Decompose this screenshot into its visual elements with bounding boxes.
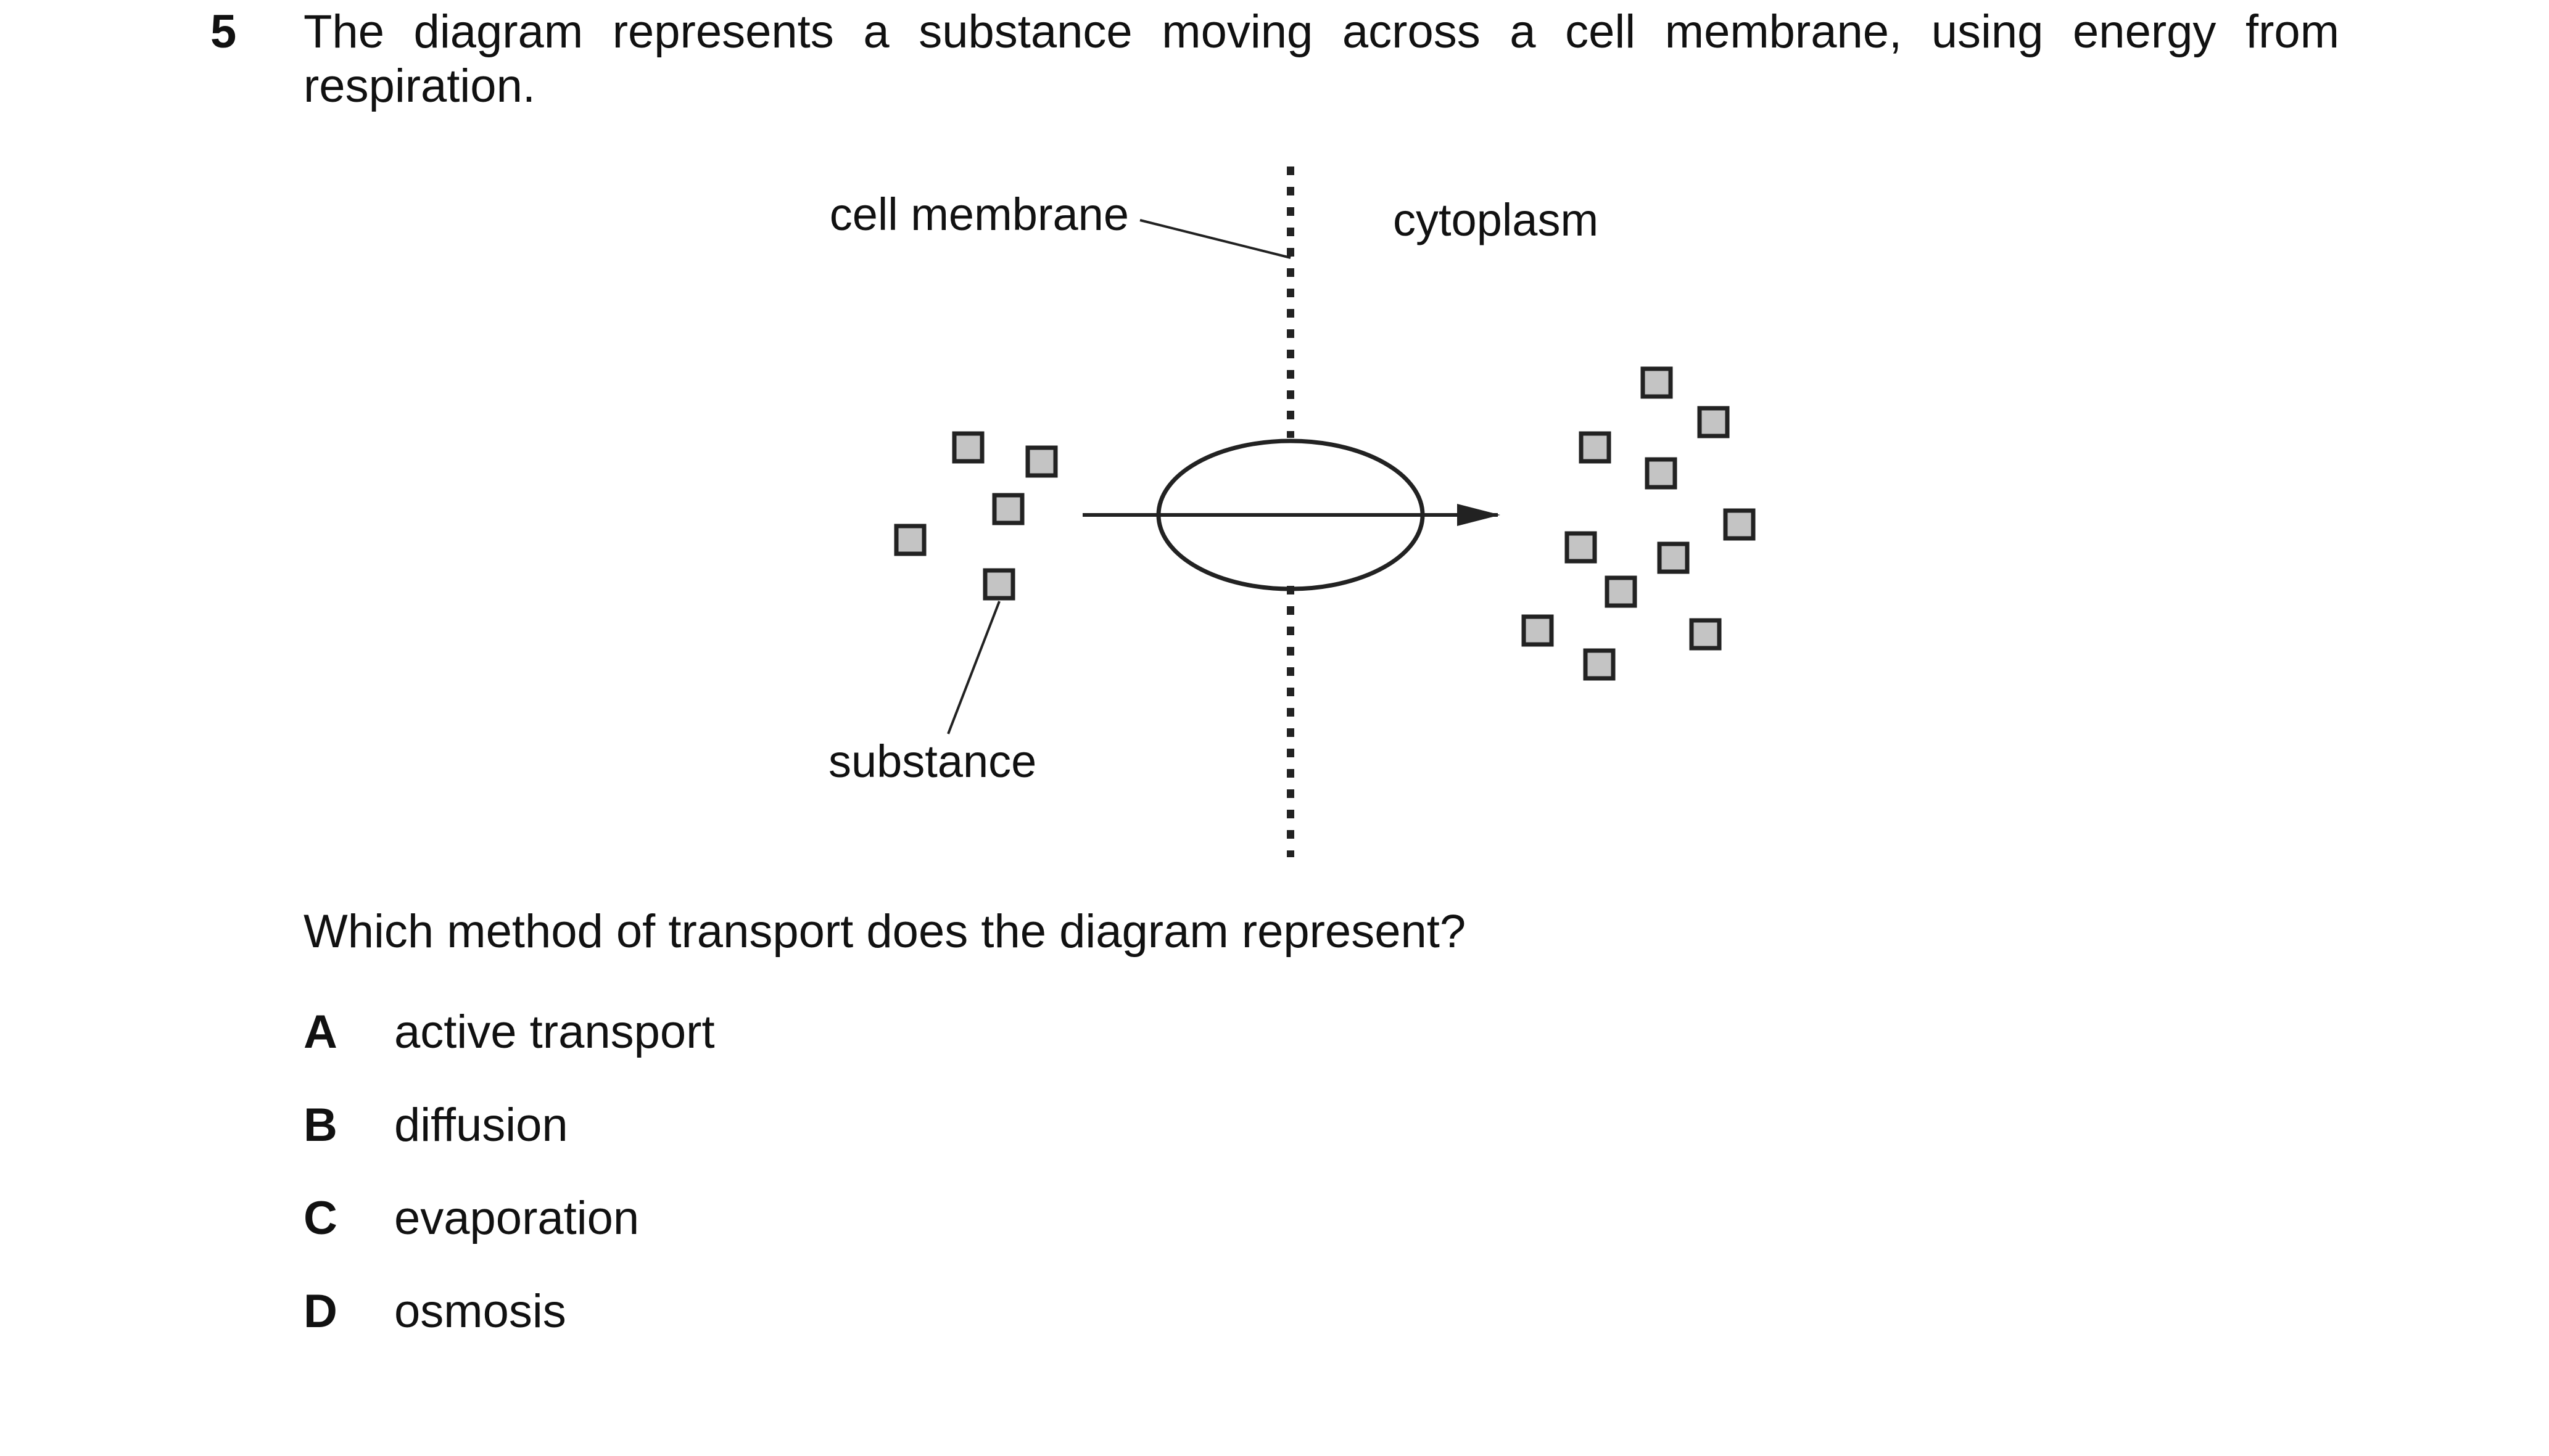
substance-particle	[992, 493, 1025, 525]
substance-particle	[1723, 508, 1756, 541]
substance-particle	[1025, 445, 1058, 478]
substance-particle	[894, 524, 927, 556]
substance-particle	[1605, 575, 1637, 608]
question-prompt: Which method of transport does the diagr…	[304, 905, 1466, 958]
substance-particle	[952, 431, 985, 464]
membrane-transport-diagram: cell membrane cytoplasm substance	[828, 167, 1756, 857]
label-substance: substance	[828, 736, 1036, 787]
substance-particle	[1640, 366, 1673, 399]
substance-particle	[1564, 531, 1597, 564]
particles-inside	[1521, 366, 1756, 681]
option-letter: D	[304, 1285, 337, 1338]
substance-particle	[1657, 541, 1690, 574]
substance-leader-line	[947, 601, 1001, 734]
substance-particle	[983, 568, 1015, 601]
option-text: osmosis	[394, 1285, 566, 1338]
option-letter: C	[304, 1192, 337, 1244]
label-cell-membrane: cell membrane	[830, 189, 1129, 240]
substance-particle	[1697, 406, 1730, 438]
question-number: 5	[210, 6, 237, 58]
label-cytoplasm: cytoplasm	[1393, 194, 1598, 245]
substance-particle	[1583, 648, 1616, 681]
membrane-leader-line	[1139, 219, 1291, 259]
option-text: diffusion	[394, 1099, 568, 1151]
substance-particle	[1645, 457, 1677, 490]
option-text: active transport	[394, 1006, 715, 1058]
question-stem: The diagram represents a substance movin…	[304, 6, 2339, 112]
particles-outside	[894, 431, 1058, 601]
substance-particle	[1579, 431, 1611, 464]
substance-particle	[1689, 618, 1722, 651]
option-letter: A	[304, 1006, 337, 1058]
option-letter: B	[304, 1099, 337, 1151]
substance-particle	[1521, 614, 1554, 647]
option-text: evaporation	[394, 1192, 640, 1244]
